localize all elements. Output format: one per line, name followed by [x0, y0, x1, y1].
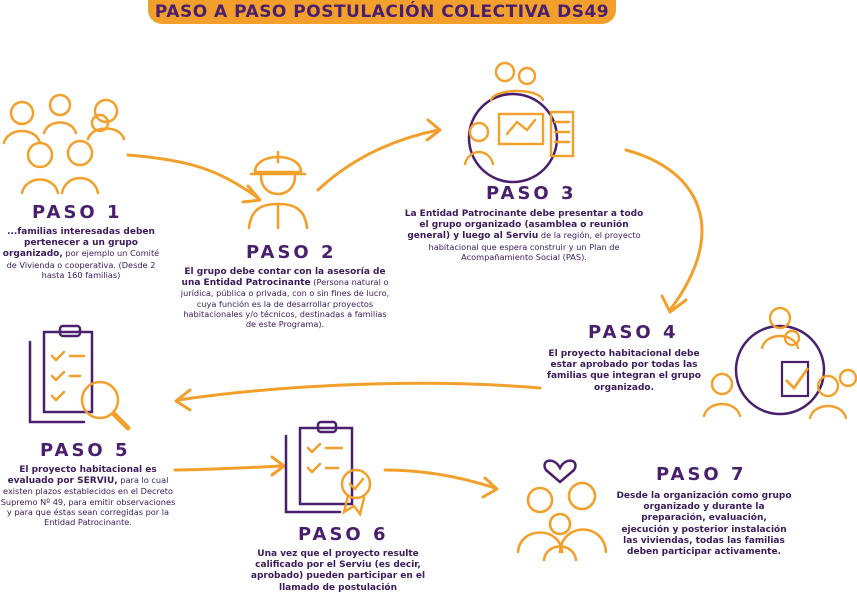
- step-2-description: El grupo debe contar con la asesoría de …: [180, 266, 390, 329]
- step-2-title: PASO 2: [246, 242, 337, 263]
- evaluation-search-icon: [28, 324, 131, 431]
- step-5-bold: El proyecto habitacional es evaluado por…: [7, 465, 157, 487]
- arrow-3-4: [624, 148, 704, 312]
- step-3-bold: La Entidad Patrocinante debe presentar a…: [404, 209, 644, 242]
- arrow-5-6: [173, 464, 284, 472]
- presentation-icon: [463, 61, 575, 184]
- step-2-bold: El grupo debe contar con la asesoría de …: [181, 267, 386, 289]
- heart-icon: [543, 459, 577, 484]
- arrow-6-7: [383, 468, 497, 490]
- worker-icon: [247, 150, 309, 230]
- approval-families-icon: [702, 306, 857, 420]
- step-5-text: para lo cual existen plazos establecidos…: [0, 475, 176, 528]
- step-1-bold: ...familias interesadas deben pertenecer…: [2, 227, 155, 260]
- step-6-bold: Una vez que el proyecto resulte califica…: [250, 549, 426, 593]
- step-3-description: La Entidad Patrocinante debe presentar a…: [402, 208, 646, 262]
- step-7-bold: Desde la organización como grupo organiz…: [616, 491, 792, 558]
- step-7-description: Desde la organización como grupo organiz…: [616, 490, 792, 557]
- certified-document-icon: [284, 420, 372, 517]
- step-5-description: El proyecto habitacional es evaluado por…: [0, 464, 176, 527]
- step-4-bold: El proyecto habitacional debe estar apro…: [547, 349, 701, 393]
- banner: PASO A PASO POSTULACIÓN COLECTIVA DS49: [148, 0, 616, 24]
- step-6-title: PASO 6: [298, 524, 389, 545]
- step-3-title: PASO 3: [486, 183, 577, 204]
- step-4-description: El proyecto habitacional debe estar apro…: [534, 348, 714, 393]
- arrow-4-5: [176, 381, 542, 402]
- arrow-2-3: [316, 128, 440, 192]
- banner-title: PASO A PASO POSTULACIÓN COLECTIVA DS49: [154, 2, 610, 22]
- step-5-title: PASO 5: [40, 440, 131, 461]
- step-1-title: PASO 1: [32, 202, 123, 223]
- step-2-text: (Persona natural o jurídica, pública o p…: [180, 277, 390, 330]
- step-6-description: Una vez que el proyecto resulte califica…: [240, 548, 436, 593]
- step-1-text: por ejemplo un Comité de Vivienda o coop…: [6, 248, 160, 280]
- step-7-title: PASO 7: [656, 464, 747, 485]
- family-heart-icon: [516, 459, 608, 562]
- step-3-text: de la región, el proyecto habitacional q…: [428, 230, 641, 262]
- arrow-1-2: [126, 153, 260, 200]
- family-group-icon: [2, 93, 126, 195]
- step-1-description: ...familias interesadas deben pertenecer…: [0, 226, 162, 280]
- step-4-title: PASO 4: [588, 322, 679, 343]
